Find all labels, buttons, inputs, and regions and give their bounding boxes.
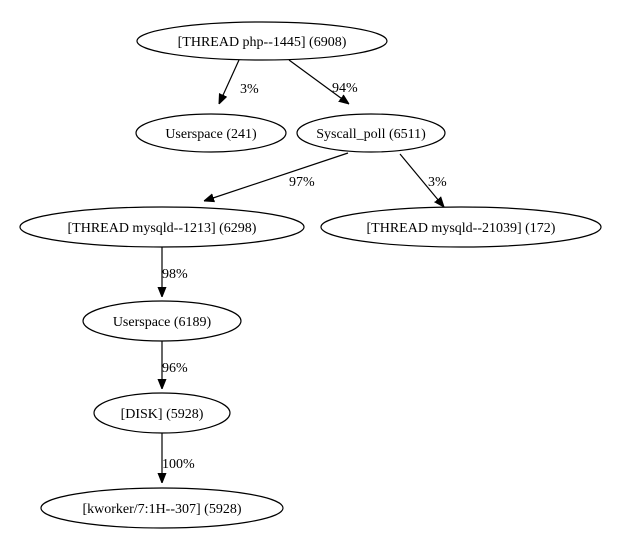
nodes: [THREAD php--1445] (6908) Userspace (241…: [19, 21, 602, 529]
node-syscall-poll-6511[interactable]: Syscall_poll (6511): [296, 113, 446, 153]
edge-label-n6-n7: 96%: [162, 361, 188, 376]
edge-label-n1-n3: 94%: [332, 81, 358, 96]
edge-label-n3-n5: 3%: [428, 175, 447, 190]
node-disk-5928[interactable]: [DISK] (5928): [93, 392, 231, 434]
edge-n3-n4: [204, 152, 349, 201]
edge-label-n4-n6: 98%: [162, 267, 188, 282]
node-label: [kworker/7:1H--307] (5928): [82, 502, 241, 517]
node-thread-php-1445[interactable]: [THREAD php--1445] (6908): [136, 21, 388, 61]
edge-n1-n2: [219, 59, 240, 104]
node-userspace-6189[interactable]: Userspace (6189): [82, 300, 242, 342]
node-label: Userspace (6189): [113, 315, 212, 330]
node-userspace-241[interactable]: Userspace (241): [135, 113, 287, 153]
node-label: [THREAD mysqld--21039] (172): [367, 221, 556, 236]
node-thread-mysqld-1213[interactable]: [THREAD mysqld--1213] (6298): [19, 206, 305, 248]
node-kworker-7-1h-307[interactable]: [kworker/7:1H--307] (5928): [40, 487, 284, 529]
edge-label-n7-n8: 100%: [162, 457, 195, 472]
edge-label-n1-n2: 3%: [240, 82, 259, 97]
node-label: Userspace (241): [165, 127, 257, 142]
node-label: Syscall_poll (6511): [316, 127, 426, 142]
node-thread-mysqld-21039[interactable]: [THREAD mysqld--21039] (172): [320, 206, 602, 248]
node-label: [THREAD php--1445] (6908): [178, 35, 347, 50]
edges: 3% 94% 97% 3% 98% 96% 100%: [162, 59, 447, 483]
edge-n3-n5: [399, 153, 444, 207]
edge-n1-n3: [288, 59, 349, 104]
edge-label-n3-n4: 97%: [289, 175, 315, 190]
node-label: [THREAD mysqld--1213] (6298): [68, 221, 257, 236]
node-label: [DISK] (5928): [121, 407, 204, 422]
